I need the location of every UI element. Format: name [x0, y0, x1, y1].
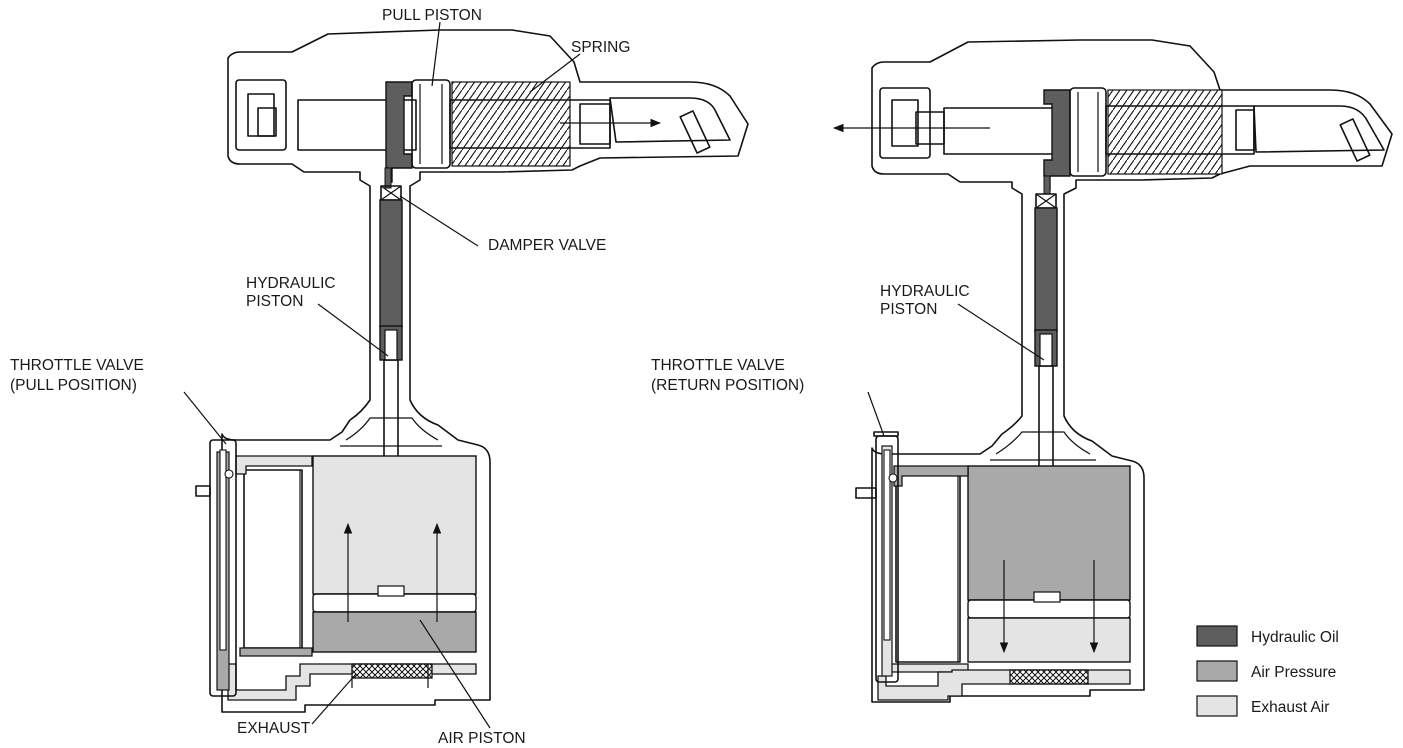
right-pull-piston [1069, 87, 1107, 177]
left-nose-cap [235, 79, 287, 151]
left-jaw-slot [257, 107, 277, 137]
label-throttle-right-2: (RETURN POSITION) [651, 377, 804, 394]
right-air-piston [967, 599, 1131, 619]
left-pull-piston [411, 79, 451, 169]
right-tool-return-position [832, 39, 1393, 703]
left-shaft [297, 99, 417, 151]
legend-swatch-air-pressure [1196, 660, 1238, 682]
legend: Hydraulic Oil Air Pressure Exhaust Air [1196, 625, 1339, 717]
right-throttle-valve [855, 431, 899, 683]
right-spring [1107, 89, 1223, 175]
legend-label-exhaust-air: Exhaust Air [1251, 699, 1329, 716]
label-hydraulic-piston-left-1: HYDRAULIC [246, 275, 336, 292]
label-hydraulic-piston-left-2: PISTON [246, 293, 303, 310]
right-cylinder-air-pressure [967, 465, 1131, 601]
labels: PULL PISTON SPRING DAMPER VALVE HYDRAULI… [10, 7, 970, 747]
label-throttle-left-2: (PULL POSITION) [10, 377, 137, 394]
label-throttle-left-1: THROTTLE VALVE [10, 357, 144, 374]
left-cylinder-air-pressure [312, 611, 477, 653]
label-air-piston: AIR PISTON [438, 730, 526, 747]
left-exhaust-muffler [351, 663, 433, 679]
right-cylinder-exhaust-air [967, 617, 1131, 663]
left-hydraulic-oil-chamber [385, 81, 413, 183]
label-hydraulic-piston-right-2: PISTON [880, 301, 937, 318]
label-exhaust: EXHAUST [237, 720, 311, 737]
legend-swatch-exhaust-air [1196, 695, 1238, 717]
left-nose-cap-inner [247, 93, 275, 137]
right-deflector [1339, 118, 1371, 162]
left-spring [451, 81, 571, 167]
left-cylinder-exhaust-air [312, 455, 477, 595]
right-exhaust-muffler [1009, 669, 1089, 685]
left-tool-pull-position [195, 29, 749, 713]
legend-label-hydraulic-oil: Hydraulic Oil [1251, 629, 1339, 646]
legend-label-air-pressure: Air Pressure [1251, 664, 1336, 681]
left-deflector [679, 110, 711, 154]
label-damper-valve: DAMPER VALVE [488, 237, 606, 254]
right-nose-cap [879, 87, 931, 159]
leader-lines [183, 21, 1045, 729]
left-throttle-valve [195, 439, 237, 697]
left-hydraulic-column [379, 199, 403, 329]
right-hydraulic-column [1034, 207, 1058, 333]
label-throttle-right-1: THROTTLE VALVE [651, 357, 785, 374]
legend-swatch-hydraulic-oil [1196, 625, 1238, 647]
left-air-piston [312, 593, 477, 613]
label-pull-piston: PULL PISTON [382, 7, 482, 24]
right-shaft [943, 107, 1065, 155]
right-hydraulic-oil-chamber [1043, 89, 1071, 191]
left-head-housing [221, 29, 749, 713]
label-hydraulic-piston-right-1: HYDRAULIC [880, 283, 970, 300]
label-spring: SPRING [571, 39, 630, 56]
